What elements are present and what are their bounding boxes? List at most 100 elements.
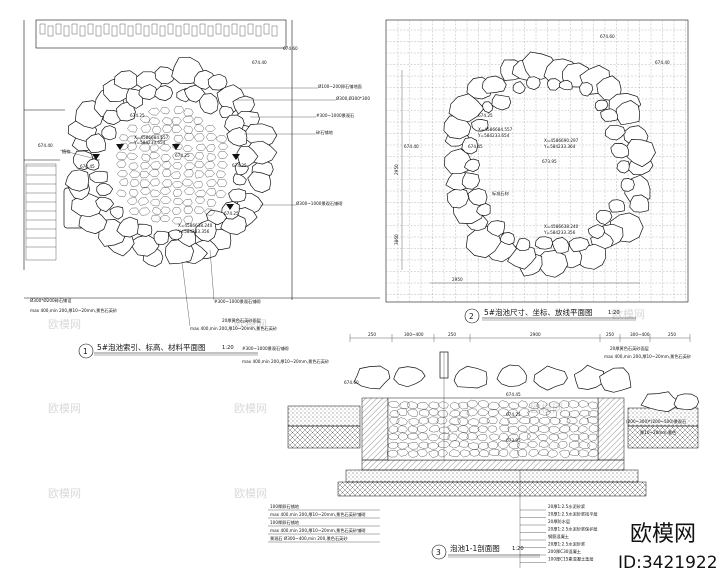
strip-cell bbox=[271, 25, 278, 37]
s3-note-bl: max 400,min 200,厚10~20mm,景色石英砂铺砌 bbox=[270, 527, 366, 534]
s3-note-r2: max 400,min 200,厚10~20mm,景色石英砂 bbox=[604, 353, 691, 360]
boulder bbox=[168, 229, 183, 241]
paving-stone bbox=[205, 188, 217, 196]
paving-stone bbox=[192, 181, 204, 189]
p2-num: 2 bbox=[469, 312, 474, 321]
pebble bbox=[548, 441, 561, 450]
strip-cell bbox=[95, 25, 102, 37]
paving-stone bbox=[194, 189, 207, 198]
pebble bbox=[388, 425, 399, 434]
plan-2: 2950 3860 2950 674.60 674.40 674.25 674.… bbox=[385, 19, 689, 324]
boulder bbox=[461, 172, 480, 190]
p1-elev-c: 674.25 bbox=[130, 113, 145, 118]
pebble bbox=[478, 449, 490, 458]
s3-note-r3: (200~300)*(200~500)景观石 bbox=[626, 419, 686, 425]
p2-elev-f: 673.95 bbox=[542, 159, 557, 164]
watermark-3: 欧模网 bbox=[530, 402, 563, 415]
s3-elev-b: 674.45 bbox=[506, 392, 521, 397]
pebble bbox=[509, 449, 519, 459]
boulder bbox=[467, 188, 488, 206]
pebble bbox=[428, 408, 439, 416]
s3-note-t2: max 400,min 200,厚10~20mm,景色石英砂 bbox=[242, 358, 329, 365]
pebble bbox=[418, 417, 430, 425]
paving-stone bbox=[193, 133, 205, 142]
p1-elev-e: 674.25 bbox=[175, 153, 190, 158]
pebble bbox=[469, 449, 480, 457]
watermarks: 欧模网 欧模网 欧模网 欧模网 欧模网 欧模网 欧模网 欧模网 bbox=[48, 308, 645, 500]
pebble bbox=[477, 442, 490, 450]
paving-stone bbox=[162, 124, 173, 133]
s3-note-br: 钢筋混凝土 bbox=[548, 533, 569, 540]
s3-dim-label: 300~400 bbox=[630, 332, 650, 337]
pebble bbox=[539, 417, 551, 425]
paving-stone bbox=[116, 160, 127, 168]
paving-stone bbox=[171, 125, 183, 134]
pebble bbox=[508, 401, 520, 410]
pebble bbox=[396, 408, 408, 416]
paving-stone bbox=[206, 153, 217, 162]
pebble bbox=[550, 416, 562, 425]
pebble bbox=[388, 433, 400, 441]
p1-bottom-a: max 400,min 200,厚10~20mm,景色石英砂 bbox=[30, 307, 117, 314]
pebble bbox=[426, 442, 440, 450]
boulder bbox=[463, 158, 480, 172]
pebble bbox=[519, 416, 532, 424]
paving-stone bbox=[159, 187, 172, 195]
paving-stone bbox=[139, 170, 150, 179]
s3-dim-label: 300~400 bbox=[404, 332, 424, 337]
pebble bbox=[568, 410, 580, 418]
paving-stone bbox=[152, 207, 162, 215]
boulder bbox=[471, 119, 489, 132]
paving-stone bbox=[184, 133, 195, 141]
pebble bbox=[448, 449, 461, 457]
s3-note-br: 200厚C30混凝土 bbox=[548, 548, 581, 555]
s3-note-br: 100厚C15素混凝土垫层 bbox=[548, 556, 594, 563]
pebble bbox=[527, 440, 538, 448]
s3-note-r4: 厚10~20mm,景色 bbox=[640, 429, 677, 436]
pebble bbox=[427, 416, 439, 425]
p1-elev-d: 674.45 bbox=[80, 164, 95, 169]
pebble bbox=[578, 400, 589, 408]
paving-stone bbox=[150, 215, 162, 223]
boulder bbox=[101, 125, 117, 141]
pebble bbox=[518, 425, 528, 433]
strip-cell bbox=[135, 23, 142, 35]
pebble bbox=[407, 442, 419, 450]
paving-stone bbox=[204, 161, 216, 170]
s3-caption: 泡池1-1剖面图 bbox=[450, 543, 500, 553]
elevation-marker bbox=[172, 144, 180, 150]
boulder bbox=[573, 364, 605, 390]
boulder bbox=[568, 237, 590, 253]
strip-cell bbox=[255, 25, 262, 37]
pebble bbox=[399, 401, 410, 410]
pebble bbox=[447, 433, 458, 442]
boulder bbox=[604, 124, 626, 141]
pebble bbox=[408, 425, 419, 434]
pebble bbox=[468, 442, 480, 450]
paving-stone bbox=[173, 106, 185, 115]
strip-cell bbox=[199, 23, 206, 35]
paving-stone bbox=[128, 207, 140, 215]
pebble bbox=[559, 417, 571, 425]
pebble bbox=[416, 402, 429, 410]
p1-coord-2: Y=584233.654 bbox=[133, 140, 166, 145]
pebble bbox=[387, 450, 399, 458]
strip-cell bbox=[151, 23, 158, 35]
pebble bbox=[467, 399, 479, 409]
boulder bbox=[534, 236, 554, 250]
pebble bbox=[466, 432, 478, 441]
boulder bbox=[599, 367, 632, 393]
paving-stone bbox=[195, 143, 207, 151]
paving-stone bbox=[182, 145, 193, 152]
paving-stone bbox=[150, 161, 162, 170]
pebble bbox=[489, 433, 501, 441]
strip-cell bbox=[167, 23, 174, 35]
p2-coord-1: X=4586684.557 bbox=[478, 127, 513, 132]
pebble bbox=[418, 441, 429, 449]
p2-note-a: 标准石材 bbox=[492, 190, 509, 197]
boulder bbox=[515, 237, 531, 252]
paving-stone bbox=[151, 134, 163, 142]
pebble bbox=[458, 401, 469, 410]
pebble bbox=[488, 448, 501, 456]
